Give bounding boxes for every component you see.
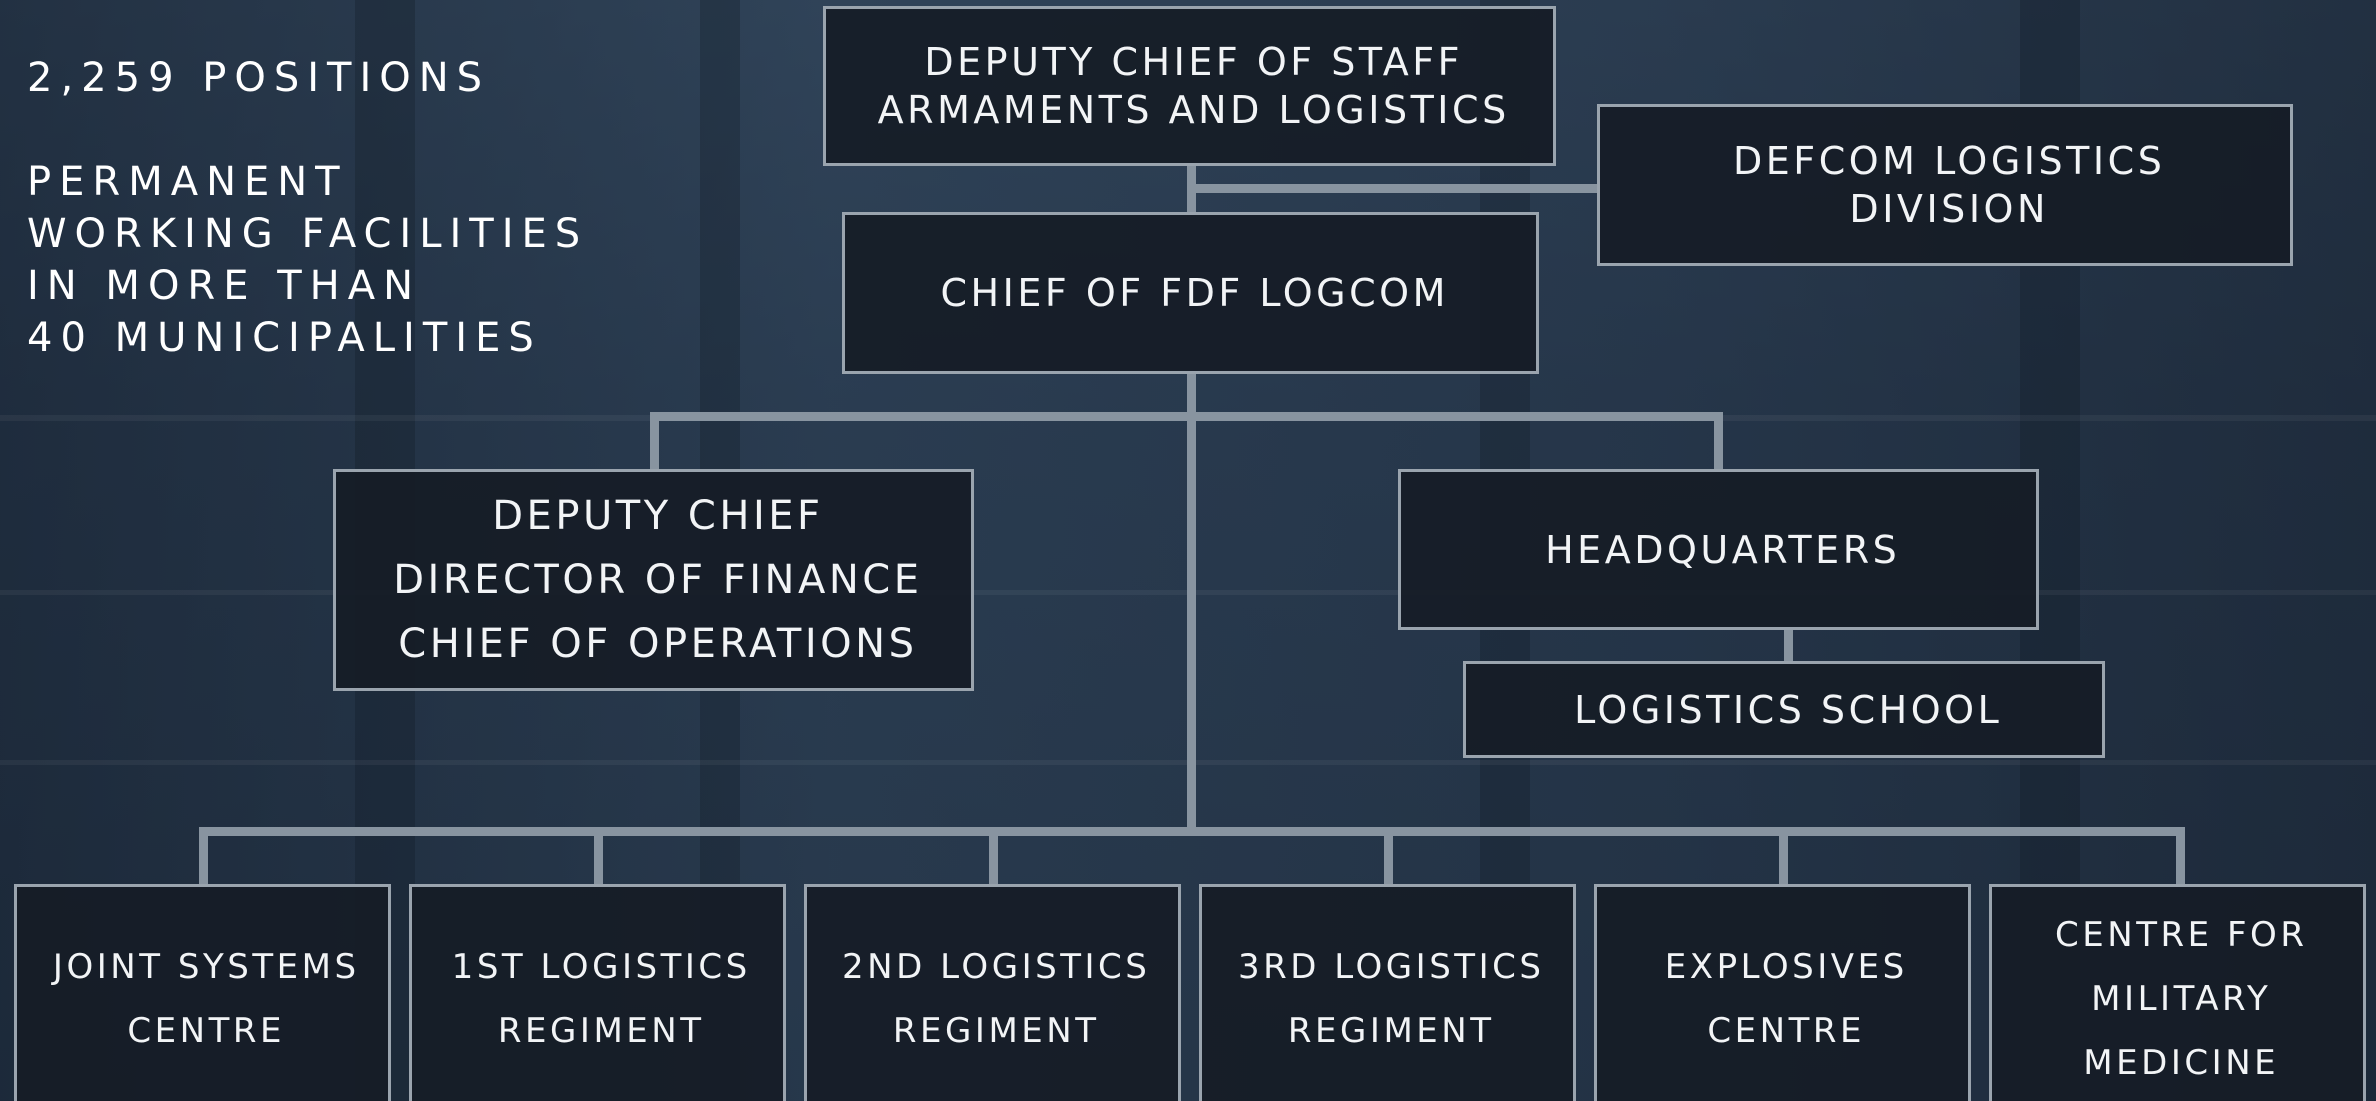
positions-count: 2,259 POSITIONS [27,55,491,101]
deputy-chief-of-staff-box: DEPUTY CHIEF OF STAFF ARMAMENTS AND LOGI… [823,6,1556,166]
logistics-school-box: LOGISTICS SCHOOL [1463,661,2105,758]
facilities-line: WORKING FACILITIES [27,211,589,257]
box-label: CENTRE [127,1011,286,1051]
unit-explosives-centre: EXPLOSIVES CENTRE [1594,884,1971,1101]
box-label: HEADQUARTERS [1545,527,1901,572]
box-label: 1ST LOGISTICS [451,947,751,987]
connector-to-deputy [650,412,659,470]
box-label: LOGISTICS SCHOOL [1574,687,2003,732]
box-label: DIVISION [1849,187,2049,231]
connector-to-defcom [1187,184,1599,193]
connector-to-unit [989,827,998,887]
connector-chief-trunk [1187,372,1196,832]
unit-3rd-logistics-regiment: 3RD LOGISTICS REGIMENT [1199,884,1576,1101]
chief-of-logcom-box: CHIEF OF FDF LOGCOM [842,212,1539,374]
box-label: MILITARY [2091,979,2272,1019]
summary-text: 2,259 POSITIONS PERMANENT WORKING FACILI… [27,52,588,364]
connector-to-unit [1384,827,1393,887]
connector-mid-bar [650,412,1723,421]
box-label: CENTRE [1707,1011,1866,1051]
box-label: DEPUTY CHIEF [492,493,824,539]
box-label: DEPUTY CHIEF OF STAFF [924,40,1463,84]
facilities-line: IN MORE THAN [27,263,422,309]
box-label: ARMAMENTS AND LOGISTICS [877,88,1510,132]
box-label: 3RD LOGISTICS [1237,947,1545,987]
headquarters-box: HEADQUARTERS [1398,469,2039,630]
connector-to-unit [199,827,208,887]
box-label: REGIMENT [497,1011,705,1051]
box-label: EXPLOSIVES [1664,947,1908,987]
facilities-line: 40 MUNICIPALITIES [27,315,542,361]
defcom-logistics-division-box: DEFCOM LOGISTICS DIVISION [1597,104,2293,266]
facilities-line: PERMANENT [27,159,348,205]
box-label: DIRECTOR OF FINANCE [393,557,923,603]
unit-joint-systems-centre: JOINT SYSTEMS CENTRE [14,884,391,1101]
box-label: CENTRE FOR [2054,915,2308,955]
box-label: DEFCOM LOGISTICS [1733,139,2166,183]
box-label: MEDICINE [2083,1043,2280,1083]
box-label: JOINT SYSTEMS [52,947,360,987]
box-label: 2ND LOGISTICS [842,947,1151,987]
box-label: REGIMENT [1287,1011,1495,1051]
connector-to-unit [2176,827,2185,887]
deputy-chief-box: DEPUTY CHIEF DIRECTOR OF FINANCE CHIEF O… [333,469,974,691]
box-label: CHIEF OF OPERATIONS [398,621,918,667]
unit-1st-logistics-regiment: 1ST LOGISTICS REGIMENT [409,884,786,1101]
box-label: CHIEF OF FDF LOGCOM [940,271,1449,315]
connector-to-unit [1779,827,1788,887]
unit-centre-for-military-medicine: CENTRE FOR MILITARY MEDICINE [1989,884,2366,1101]
connector-hq-to-school [1784,627,1793,663]
connector-bottom-bar [199,827,2185,836]
box-label: REGIMENT [892,1011,1100,1051]
connector-to-headquarters [1714,412,1723,470]
connector-to-unit [594,827,603,887]
unit-2nd-logistics-regiment: 2ND LOGISTICS REGIMENT [804,884,1181,1101]
